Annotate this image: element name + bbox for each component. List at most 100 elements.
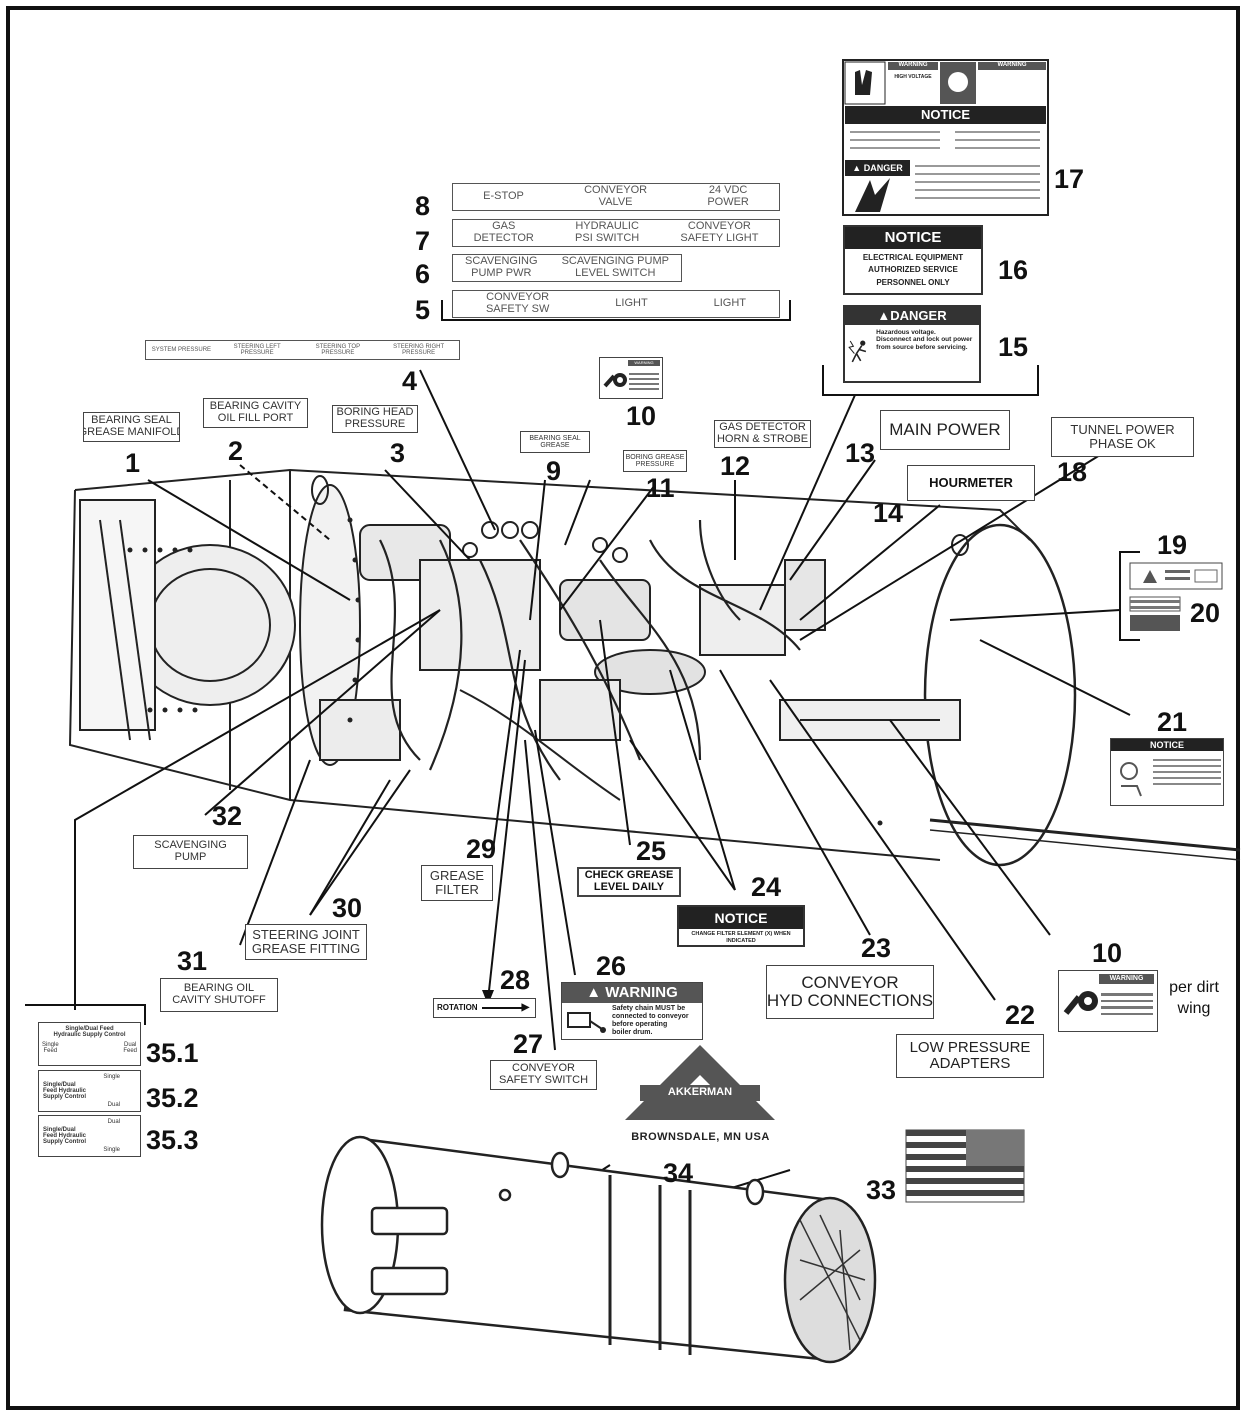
feed-label-35-3: Single/Dual Feed Hydraulic Supply Contro…: [38, 1115, 141, 1157]
callout-11: 11: [646, 473, 675, 503]
callout-26: 26: [596, 951, 627, 981]
decal-24-text: CHANGE FILTER ELEMENT (X) WHEN INDICATED: [691, 931, 791, 944]
callout-23: 23: [861, 933, 892, 963]
brand-location: BROWNSDALE, MN USA: [631, 1131, 770, 1143]
decal-24-notice: NOTICE CHANGE FILTER ELEMENT (X) WHEN IN…: [677, 905, 805, 947]
decal-17-warning-right: WARNING: [997, 62, 1027, 68]
callout-10b: 10: [1092, 938, 1123, 968]
callout-12: 12: [720, 451, 751, 481]
decal-26-warning: ▲ WARNING Safety chain MUST be connected…: [561, 982, 703, 1040]
feed-label-35-1: Single/Dual Feed Hydraulic Supply Contro…: [38, 1022, 141, 1066]
callout-13: 13: [845, 438, 876, 468]
strip-5-cell-3: LIGHT: [713, 297, 747, 310]
pressure-strip-left: STEERING LEFT PRESSURE: [233, 343, 281, 356]
callout-5: 5: [415, 295, 431, 325]
decal-17-danger: ▲ DANGER: [852, 163, 903, 173]
callout-25: 25: [636, 836, 667, 866]
decal-17-notice-header: NOTICE: [920, 107, 971, 122]
callout-16: 16: [998, 255, 1029, 285]
callout-4: 4: [402, 366, 418, 396]
callout-17: 17: [1054, 164, 1085, 194]
decal-10-right: WARNING: [1058, 970, 1158, 1032]
strip-5-cell-2: LIGHT: [615, 297, 648, 310]
decal-10-top-header: WARNING: [628, 360, 660, 366]
callout-22: 22: [1005, 1000, 1036, 1030]
pressure-strip-top: STEERING TOP PRESSURE: [315, 343, 361, 356]
callout-8: 8: [415, 191, 431, 221]
callout-30: 30: [332, 893, 363, 923]
callout-20: 20: [1190, 598, 1221, 628]
callout-35-3: 35.3: [146, 1125, 199, 1155]
callout-21: 21: [1157, 707, 1188, 737]
strip-8-cell-1: E-STOP: [483, 190, 524, 203]
pressure-strip: SYSTEM PRESSURE STEERING LEFT PRESSURE S…: [145, 340, 460, 360]
callout-27: 27: [513, 1029, 544, 1059]
warning-triangle-icon: ▲: [877, 308, 891, 323]
callout-18: 18: [1057, 457, 1088, 487]
callout-7: 7: [415, 226, 431, 256]
decal-21-notice: NOTICE: [1110, 738, 1224, 806]
decal-17-high-voltage: HIGH VOLTAGE: [894, 74, 932, 80]
callout-31: 31: [177, 946, 208, 976]
decal-19-graphic: [1129, 562, 1223, 590]
label-rotation: ROTATION ▶: [433, 998, 536, 1018]
callout-28: 28: [500, 965, 531, 995]
callout-9: 9: [546, 456, 562, 486]
callout-32: 32: [212, 801, 243, 831]
page-frame: [6, 6, 1240, 1410]
callout-3: 3: [390, 438, 406, 468]
decal-16-header: NOTICE: [845, 227, 981, 249]
callout-34: 34: [663, 1158, 694, 1188]
brand-name: AKKERMAN: [667, 1086, 733, 1098]
akkerman-logo: [625, 1045, 775, 1120]
callout-14: 14: [873, 498, 904, 528]
warning-triangle-icon: ▲: [586, 984, 606, 1001]
feed-label-35-2: Single/Dual Feed Hydraulic Supply Contro…: [38, 1070, 141, 1112]
callout-24: 24: [751, 872, 782, 902]
callout-35-2: 35.2: [146, 1083, 199, 1113]
label-hourmeter: HOURMETER: [907, 465, 1035, 501]
us-flag-33: [905, 1129, 1025, 1203]
us-flag-20: [1129, 596, 1181, 631]
pressure-strip-system: SYSTEM PRESSURE: [151, 346, 212, 353]
entanglement-icon: [603, 373, 627, 388]
welder-icon: [1120, 762, 1142, 797]
decal-10-right-header: WARNING: [1099, 974, 1154, 984]
entanglement-icon: [1063, 991, 1098, 1015]
safety-chain-icon: [567, 1012, 606, 1033]
decal-15-danger: ▲DANGER Hazardous voltage. Disconnect an…: [843, 305, 981, 383]
decal-16-notice: NOTICE ELECTRICAL EQUIPMENT AUTHORIZED S…: [843, 225, 983, 295]
callout-6: 6: [415, 259, 431, 289]
callout-35-1: 35.1: [146, 1038, 199, 1068]
decal-17-graphic: [842, 59, 1049, 216]
callout-29: 29: [466, 834, 497, 864]
